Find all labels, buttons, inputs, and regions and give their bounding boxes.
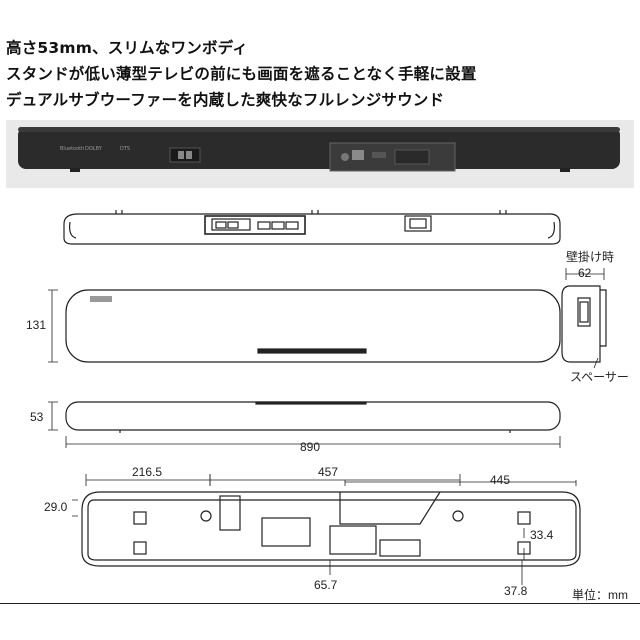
bottom-right-span: 445	[490, 473, 511, 487]
height-side-value: 53	[30, 410, 44, 424]
side-profile-drawing	[48, 401, 561, 448]
headline-2: スタンドが低い薄型テレビの前にも画面を遮ることなく手軽に設置	[6, 65, 477, 83]
side-view-drawing	[561, 268, 607, 369]
product-rear-photo: Bluetooth DOLBY DTS	[18, 127, 620, 172]
bottom-rule	[0, 603, 640, 604]
headline-3: デュアルサブウーファーを内蔵した爽快なフルレンジサウンド	[6, 91, 445, 109]
svg-text:DOLBY: DOLBY	[85, 146, 103, 152]
headline-1: 高さ53mm、スリムなワンボディ	[6, 39, 248, 57]
svg-text:DTS: DTS	[120, 146, 130, 152]
bottom-top-offset: 29.0	[44, 500, 68, 514]
bottom-hole-vertical: 33.4	[530, 528, 554, 542]
height-front-value: 131	[26, 318, 47, 332]
bottom-center-depth: 65.7	[314, 578, 338, 592]
bottom-view-drawing	[72, 474, 581, 585]
svg-text:Bluetooth: Bluetooth	[60, 146, 84, 152]
spacer-label: スペーサー	[570, 370, 629, 384]
depth-wall-value: 62	[578, 266, 592, 280]
bottom-left-offset: 216.5	[132, 465, 163, 479]
bottom-center-span: 457	[318, 465, 339, 479]
unit-label: 単位：mm	[572, 588, 628, 602]
top-view-drawing	[63, 210, 561, 245]
wall-mount-label: 壁掛け時	[566, 250, 615, 264]
bottom-right-depth: 37.8	[504, 584, 528, 598]
width-total-value: 890	[300, 440, 321, 454]
front-view-drawing	[48, 289, 561, 363]
